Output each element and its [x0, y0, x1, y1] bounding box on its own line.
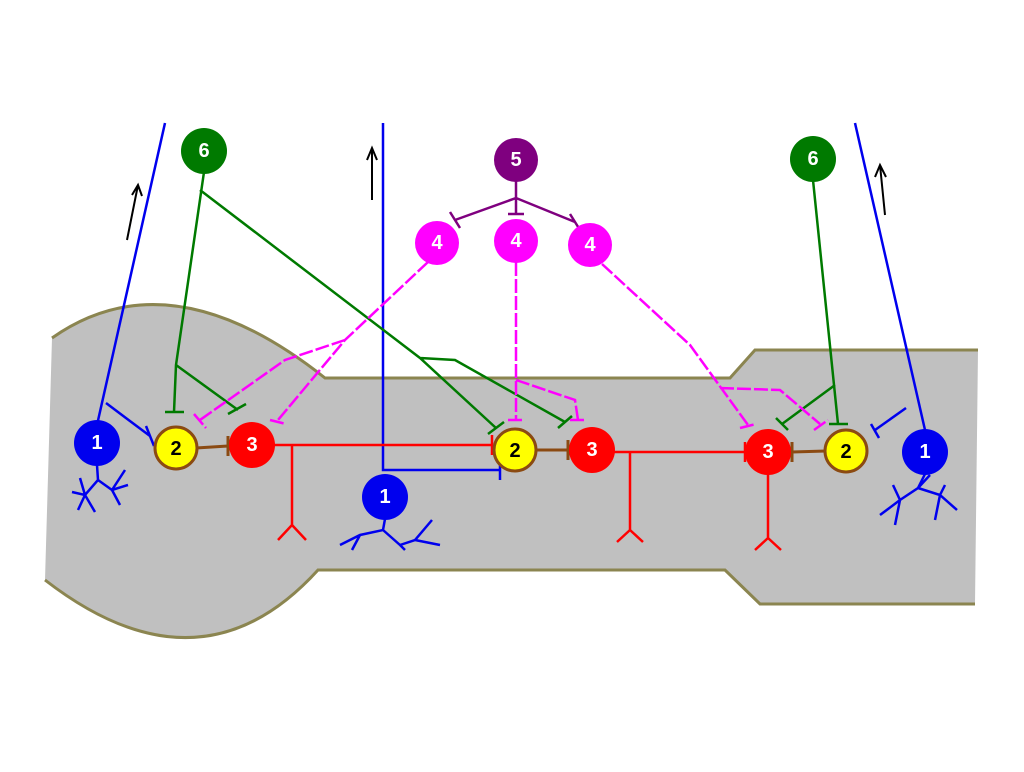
svg-text:3: 3: [586, 439, 597, 461]
tissue-outline-bottom: [44, 568, 975, 640]
svg-text:4: 4: [584, 234, 596, 256]
dendrite-tuft-icon: [71, 464, 958, 551]
modulator-axons: [448, 180, 582, 231]
tissue-outline-top: [51, 303, 978, 380]
modulator-cell: 5: [494, 138, 538, 182]
periglomerular-cell-center: 2: [492, 427, 538, 473]
mitral-cell-center: 3: [569, 427, 615, 473]
svg-text:6: 6: [807, 148, 818, 170]
svg-text:2: 2: [840, 441, 851, 463]
svg-text:6: 6: [198, 140, 209, 162]
periglomerular-cell-right: 2: [823, 428, 869, 474]
svg-text:1: 1: [379, 486, 390, 508]
svg-text:2: 2: [170, 438, 181, 460]
svg-text:1: 1: [91, 432, 102, 454]
projection-cell-left: 6: [181, 128, 227, 174]
receptor-cell-center: 1: [362, 474, 408, 520]
svg-text:4: 4: [431, 232, 443, 254]
svg-text:3: 3: [246, 434, 257, 456]
inhibitory-links: [195, 436, 827, 462]
projection-axons: [165, 171, 848, 435]
receptor-axons: [95, 122, 927, 480]
receptor-cell-left: 1: [74, 420, 120, 466]
svg-text:1: 1: [919, 441, 930, 463]
svg-text:5: 5: [510, 149, 521, 171]
interneuron-cell-left: 4: [415, 221, 459, 265]
receptor-cell-right: 1: [902, 429, 948, 475]
svg-text:2: 2: [509, 440, 520, 462]
interneuron-cell-right: 4: [568, 223, 612, 267]
interneuron-axons: [193, 261, 829, 432]
projection-cell-right: 6: [790, 136, 836, 182]
arrow-icon: [126, 145, 887, 241]
interneuron-cell-center: 4: [494, 219, 538, 263]
svg-text:4: 4: [510, 230, 522, 252]
mitral-cell-left: 3: [229, 422, 275, 468]
mitral-cell-right: 3: [745, 429, 791, 475]
svg-text:3: 3: [762, 441, 773, 463]
periglomerular-cell-left: 2: [153, 425, 199, 471]
